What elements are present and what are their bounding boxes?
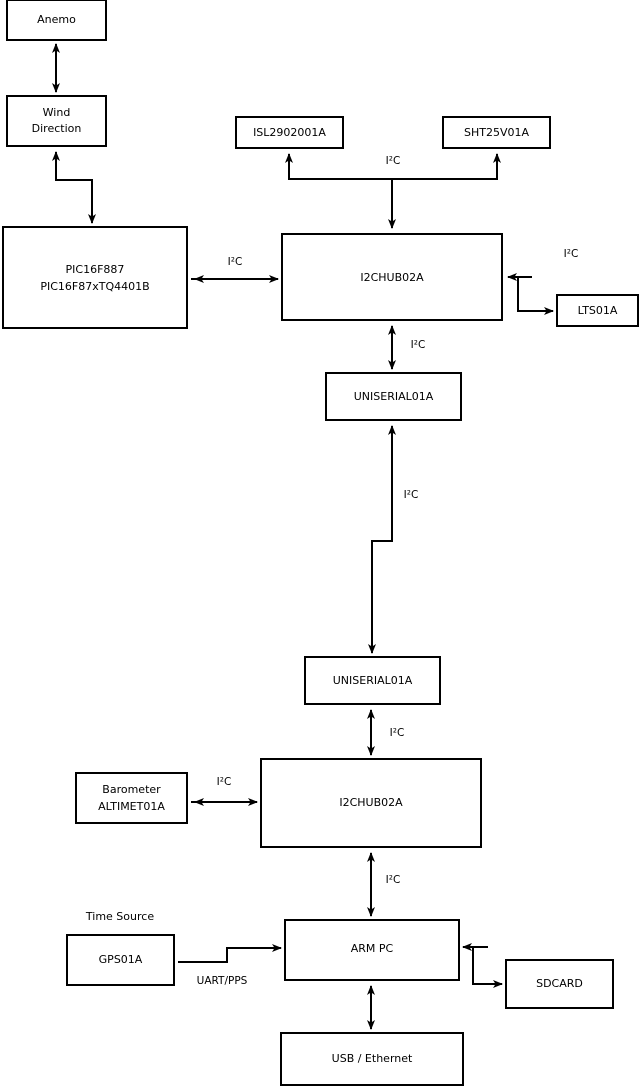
node-label-anemo: Anemo: [37, 13, 76, 26]
node-label-pic-line1: PIC16F887: [66, 263, 125, 276]
node-label-arm-pc: ARM PC: [351, 942, 394, 955]
edge-label-hubtop-uniserial: I²C: [411, 339, 426, 351]
edge-label-uniserial-hubbot: I²C: [390, 727, 405, 739]
node-anemo[interactable]: Anemo: [6, 0, 107, 41]
node-label-pic-line2: PIC16F87xTQ4401B: [40, 280, 149, 293]
node-label-sht25v01a: SHT25V01A: [464, 126, 529, 139]
node-uniserial01a-bottom[interactable]: UNISERIAL01A: [304, 656, 441, 705]
node-label-i2chub02a-top: I2CHUB02A: [360, 271, 424, 284]
node-uniserial01a-top[interactable]: UNISERIAL01A: [325, 372, 462, 421]
edge-hubtop-uniserial: I²C: [388, 325, 426, 370]
node-pic-mcu[interactable]: PIC16F887 PIC16F87xTQ4401B: [2, 226, 188, 329]
free-labels-layer: Time Source: [85, 910, 154, 923]
edge-label-pic-hubtop: I²C: [228, 256, 243, 268]
node-label-isl2902001a: ISL2902001A: [253, 126, 326, 139]
edge-gps-armpc: UART/PPS: [178, 944, 282, 987]
node-label-barometer-line1: Barometer: [102, 783, 161, 796]
node-i2chub02a-top[interactable]: I2CHUB02A: [281, 233, 503, 321]
edge-hubtop-lts: I²C: [507, 248, 579, 315]
node-label-uniserial01a-top: UNISERIAL01A: [354, 390, 434, 403]
node-label-wind-direction-line1: Wind: [43, 106, 71, 119]
edge-pic-wind: [52, 151, 96, 224]
node-barometer[interactable]: Barometer ALTIMET01A: [75, 772, 188, 824]
edge-label-barometer-hubbot: I²C: [217, 776, 232, 788]
edge-uniserial-link: I²C: [368, 425, 419, 654]
node-gps01a[interactable]: GPS01A: [66, 934, 175, 986]
edge-label-hubbot-armpc: I²C: [386, 874, 401, 886]
edges-layer: I²C I²C I²C I²C: [52, 43, 579, 1030]
edge-uniserial-hubbot: I²C: [367, 709, 405, 756]
node-label-wind-direction-line2: Direction: [32, 122, 82, 135]
edge-label-hubtop-sensors: I²C: [386, 155, 401, 167]
node-label-i2chub02a-bottom: I2CHUB02A: [339, 796, 403, 809]
edge-label-hubtop-lts: I²C: [564, 248, 579, 260]
node-label-uniserial01a-bottom: UNISERIAL01A: [333, 674, 413, 687]
node-arm-pc[interactable]: ARM PC: [284, 919, 460, 981]
node-isl2902001a[interactable]: ISL2902001A: [235, 116, 344, 149]
edge-label-gps-armpc: UART/PPS: [197, 975, 248, 987]
node-label-usb-ethernet: USB / Ethernet: [332, 1052, 413, 1065]
node-sdcard[interactable]: SDCARD: [505, 959, 614, 1009]
label-time-source: Time Source: [85, 910, 154, 923]
node-label-lts01a: LTS01A: [578, 304, 618, 317]
edge-label-uniserial-link: I²C: [404, 489, 419, 501]
edge-armpc-sdcard: [462, 943, 503, 988]
node-label-gps01a: GPS01A: [99, 953, 143, 966]
edge-hubbot-armpc: I²C: [367, 852, 401, 917]
edge-pic-hubtop: I²C: [191, 256, 279, 283]
node-label-barometer-line2: ALTIMET01A: [98, 800, 165, 813]
node-lts01a[interactable]: LTS01A: [556, 294, 639, 327]
node-sht25v01a[interactable]: SHT25V01A: [442, 116, 551, 149]
node-wind-direction[interactable]: Wind Direction: [6, 95, 107, 147]
edge-barometer-hubbot: I²C: [191, 776, 258, 806]
node-i2chub02a-bottom[interactable]: I2CHUB02A: [260, 758, 482, 848]
edge-hubtop-sensors: I²C: [285, 153, 501, 229]
node-usb-ethernet[interactable]: USB / Ethernet: [280, 1032, 464, 1086]
node-label-sdcard: SDCARD: [536, 977, 583, 990]
